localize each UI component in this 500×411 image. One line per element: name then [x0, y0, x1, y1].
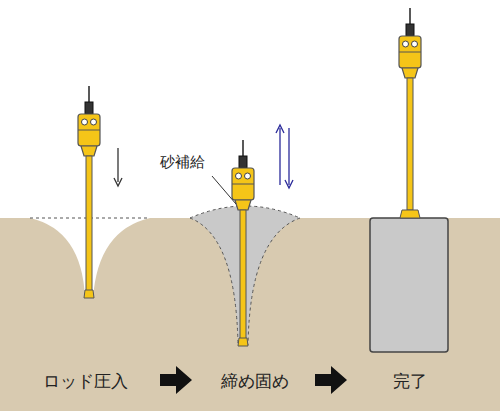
step-arrow	[315, 366, 347, 394]
step-label: ロッド圧入	[43, 370, 128, 393]
sand-pile	[370, 218, 448, 352]
step-arrow	[160, 366, 192, 394]
step-label: 締め固め	[221, 370, 289, 393]
rod	[399, 8, 421, 218]
sand-zone	[190, 206, 300, 345]
step-label: 完了	[393, 370, 427, 393]
callout-label: 砂補給	[160, 153, 205, 172]
rod	[78, 86, 100, 298]
rod	[232, 140, 254, 346]
